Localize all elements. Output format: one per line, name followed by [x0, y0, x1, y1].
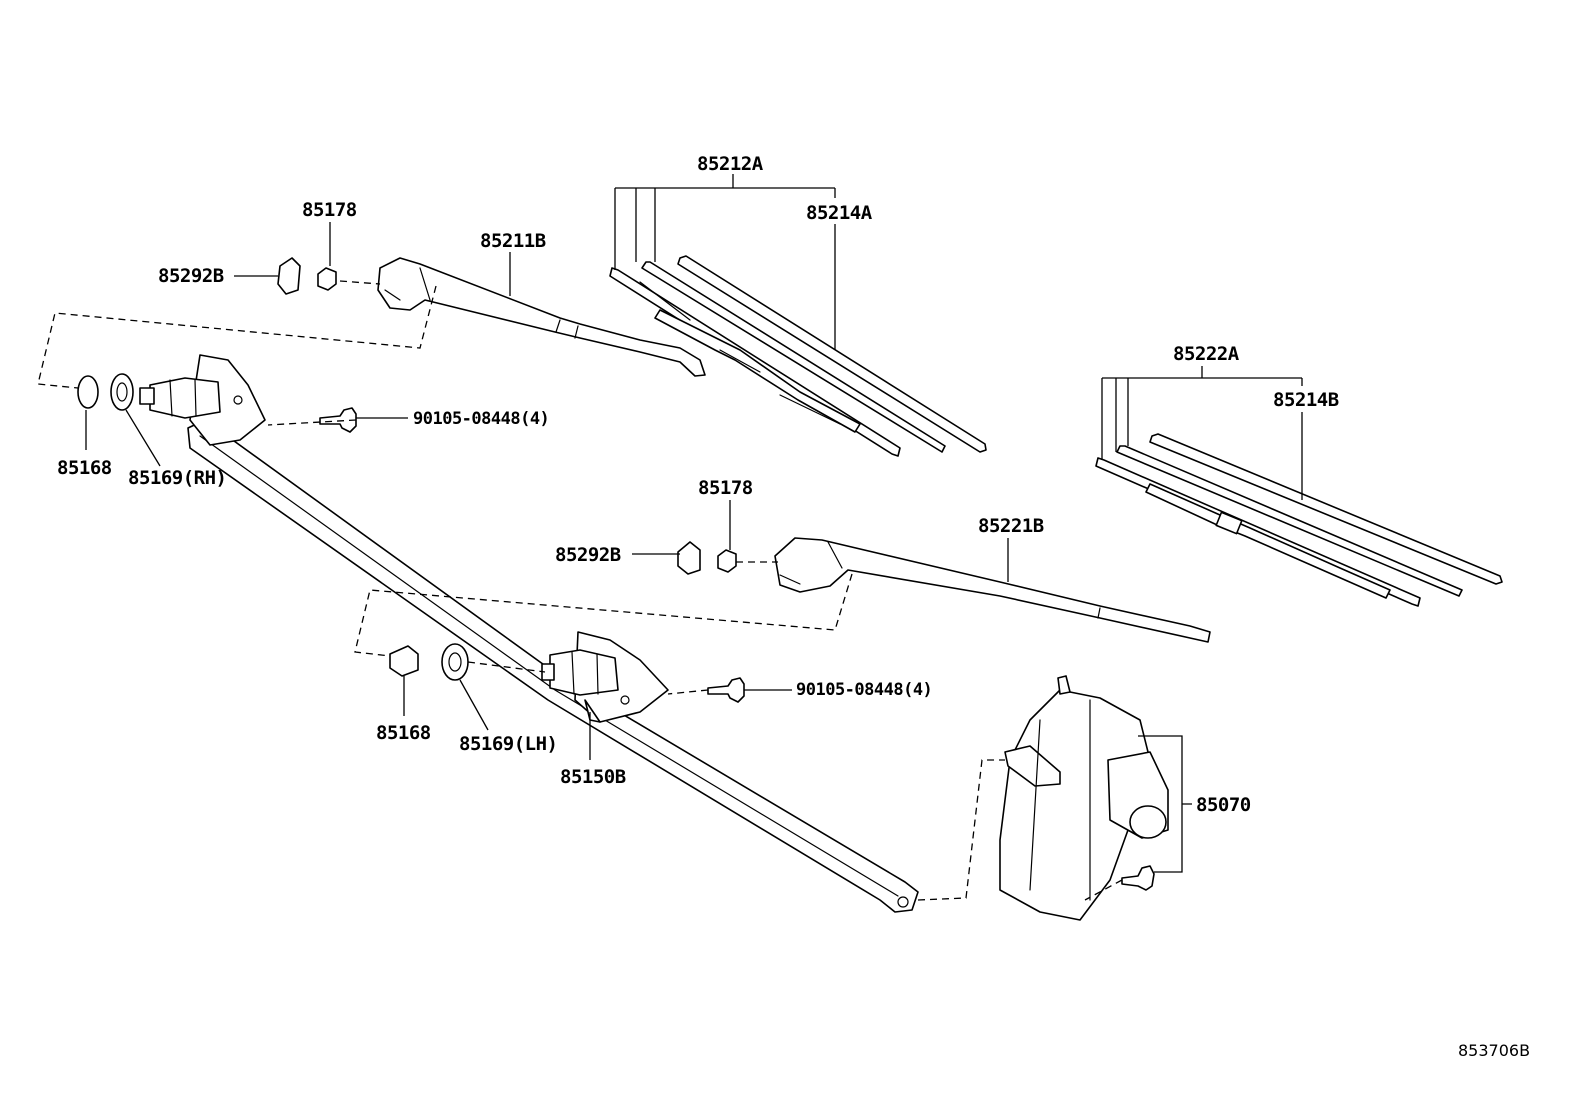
label-85221B: 85221B — [978, 515, 1044, 537]
label-85168-lh: 85168 — [376, 722, 431, 744]
wiper-link-rod — [187, 419, 919, 913]
label-85292B-lh: 85292B — [555, 544, 621, 566]
label-85292B-rh: 85292B — [158, 265, 224, 287]
lh-washer — [441, 643, 469, 681]
lh-wiper-blade — [1095, 433, 1503, 607]
assembly-dashed-lines — [37, 280, 1123, 901]
illustration-id: 853706B — [1458, 1041, 1530, 1060]
lh-nut — [389, 645, 419, 677]
label-90105-rh: 90105-08448(4) — [413, 409, 549, 429]
label-85222A: 85222A — [1173, 343, 1240, 365]
label-90105-lh: 90105-08448(4) — [796, 680, 932, 700]
label-85150B: 85150B — [560, 766, 626, 788]
label-85168-rh: 85168 — [57, 457, 112, 479]
wiper-motor — [999, 675, 1169, 921]
rh-nut — [77, 375, 99, 409]
label-85178-rh: 85178 — [302, 199, 357, 221]
label-85169LH: 85169(LH) — [459, 733, 557, 755]
label-85212A: 85212A — [697, 153, 764, 175]
rh-wiper-pivot — [139, 354, 266, 446]
label-85169RH: 85169(RH) — [128, 467, 226, 489]
lh-wiper-pivot — [541, 631, 669, 723]
rh-cap — [277, 257, 301, 295]
label-85214A: 85214A — [806, 202, 873, 224]
rh-nut-cover — [317, 267, 337, 291]
lh-cap — [677, 541, 701, 575]
label-85178-lh: 85178 — [698, 477, 753, 499]
rh-bolt — [319, 407, 357, 433]
lh-nut-cover — [717, 549, 737, 573]
lh-wiper-arm — [774, 537, 1211, 643]
leader-lines — [85, 174, 1303, 873]
rh-washer — [110, 373, 134, 411]
label-85211B: 85211B — [480, 230, 546, 252]
lh-bolt — [707, 677, 745, 703]
motor-bolt — [1121, 865, 1155, 891]
rh-wiper-arm — [377, 257, 706, 377]
rh-wiper-blade — [609, 255, 987, 457]
label-85070: 85070 — [1196, 794, 1251, 816]
label-85214B: 85214B — [1273, 389, 1339, 411]
